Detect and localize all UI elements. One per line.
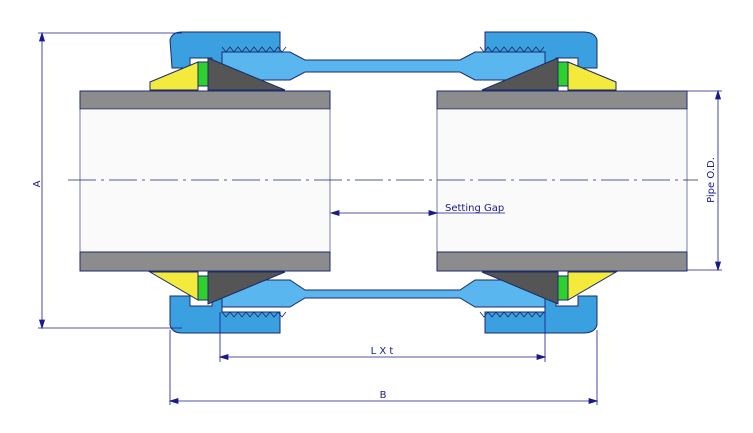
body-tube-bottom xyxy=(219,279,546,308)
dimension-a xyxy=(38,31,182,330)
right-pipe-wall-bottom xyxy=(436,251,688,272)
right-ferrule-assembly xyxy=(481,57,618,305)
dimension-pipe-od xyxy=(687,89,722,272)
left-cone-bottom xyxy=(207,271,286,305)
left-ferrule-top xyxy=(149,61,199,91)
right-pipe-wall-top xyxy=(436,90,688,110)
left-pipe xyxy=(79,90,331,272)
pipe-od-label: Pipe O.D. xyxy=(706,157,717,203)
body-tube-top xyxy=(219,51,546,81)
right-nut-threads xyxy=(479,46,545,318)
left-pipe-wall-bottom xyxy=(79,251,331,272)
left-pipe-wall-top xyxy=(79,90,331,110)
left-seal-bottom xyxy=(197,275,209,301)
dimension-b-label: B xyxy=(380,390,387,401)
right-pipe-bore xyxy=(436,108,688,253)
lxt-label: L X t xyxy=(371,346,394,357)
setting-gap-label: Setting Gap xyxy=(445,203,504,214)
right-seal-bottom xyxy=(557,275,569,301)
left-nut-bottom xyxy=(169,295,281,334)
right-pipe xyxy=(436,90,688,272)
left-ferrule-assembly xyxy=(148,57,286,305)
dimension-setting-gap xyxy=(329,209,505,217)
left-nut-top xyxy=(169,31,281,69)
dimension-b xyxy=(168,330,599,405)
left-nut xyxy=(169,31,287,334)
right-seal-top xyxy=(557,61,569,87)
left-cone-top xyxy=(207,57,286,91)
right-cone-bottom xyxy=(481,271,559,305)
dimension-a-label: A xyxy=(32,180,43,187)
left-pipe-bore xyxy=(79,108,331,253)
left-nut-threads xyxy=(221,46,287,318)
dimension-lxt xyxy=(218,312,547,362)
left-seal-top xyxy=(197,61,209,87)
right-cone-top xyxy=(481,57,559,91)
